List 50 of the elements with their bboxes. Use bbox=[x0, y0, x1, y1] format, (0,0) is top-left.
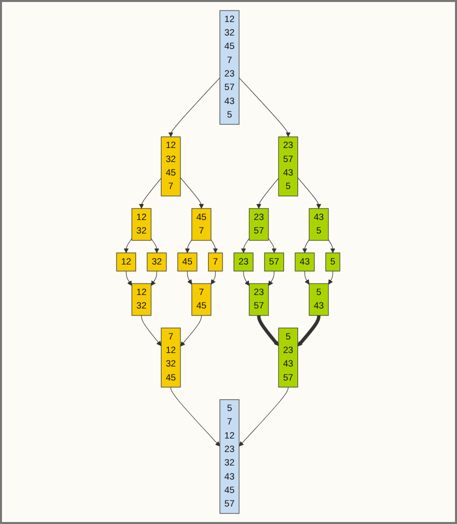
arrow bbox=[244, 270, 250, 286]
arrow bbox=[328, 270, 334, 285]
arrow bbox=[126, 270, 132, 286]
node-box: 7 bbox=[208, 252, 224, 272]
arrow bbox=[298, 177, 322, 209]
node-box: 23 bbox=[234, 252, 254, 272]
arrow bbox=[124, 238, 132, 254]
arrow bbox=[180, 315, 202, 347]
arrow bbox=[185, 239, 192, 254]
arrow bbox=[304, 270, 310, 285]
node-box: 43 bbox=[295, 252, 315, 272]
node-box: 23 57 bbox=[249, 208, 269, 241]
arrow bbox=[151, 270, 158, 286]
node-box: 5 bbox=[326, 252, 340, 272]
arrow bbox=[168, 78, 220, 138]
arrow bbox=[239, 386, 289, 446]
arrow bbox=[211, 270, 216, 285]
node-box: 12 32 45 7 23 57 43 5 bbox=[220, 10, 240, 125]
arrow bbox=[268, 238, 277, 254]
node-box: 7 12 32 45 bbox=[161, 328, 181, 388]
node-box: 5 23 43 57 bbox=[278, 328, 298, 388]
node-box: 43 5 bbox=[309, 208, 329, 241]
arrow bbox=[211, 239, 218, 254]
node-box: 45 bbox=[178, 252, 198, 272]
node-box: 12 32 45 7 bbox=[161, 136, 181, 196]
arrow bbox=[151, 238, 160, 254]
arrow bbox=[141, 315, 162, 346]
arrow bbox=[187, 270, 192, 285]
node-box: 32 bbox=[147, 252, 167, 272]
arrow bbox=[241, 238, 250, 254]
node-box: 23 57 43 5 bbox=[278, 136, 298, 196]
arrow bbox=[302, 239, 310, 254]
arrow bbox=[257, 314, 280, 346]
node-box: 45 7 bbox=[192, 208, 212, 241]
arrow bbox=[170, 386, 220, 446]
node-box: 12 32 bbox=[132, 283, 152, 316]
node-box: 5 43 bbox=[309, 283, 329, 316]
node-box: 5 7 12 23 32 43 45 57 bbox=[220, 399, 240, 514]
arrow bbox=[180, 177, 204, 209]
arrow bbox=[139, 178, 162, 209]
node-box: 23 57 bbox=[249, 283, 269, 316]
arrow bbox=[239, 78, 291, 138]
arrow bbox=[298, 314, 321, 347]
node-box: 7 45 bbox=[192, 283, 212, 316]
node-box: 12 bbox=[116, 252, 136, 272]
node-box: 57 bbox=[264, 252, 284, 272]
node-box: 12 32 bbox=[132, 208, 152, 241]
arrow bbox=[268, 270, 275, 286]
arrow bbox=[256, 178, 280, 209]
arrow bbox=[328, 239, 336, 254]
